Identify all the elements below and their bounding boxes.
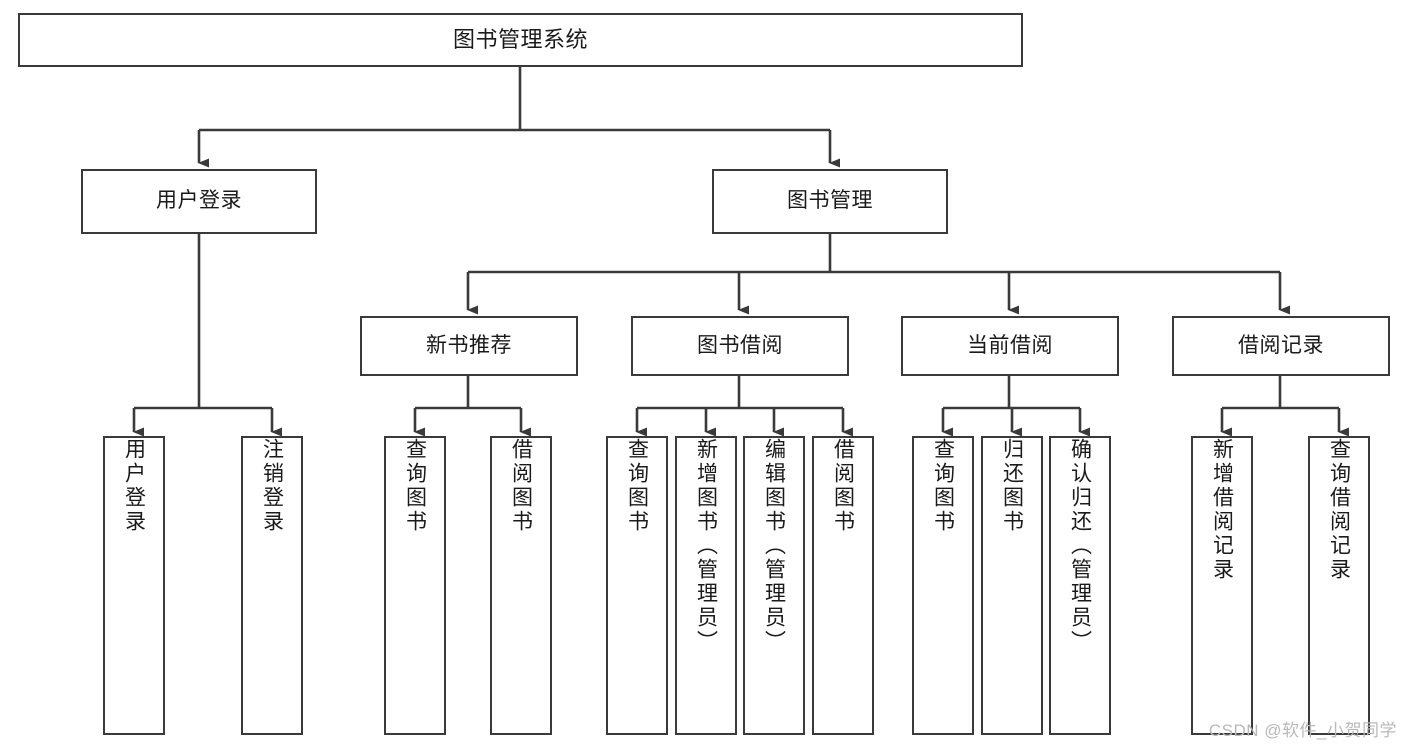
- node-leaf-borrow-book-2[interactable]: 借阅图书: [812, 436, 874, 735]
- watermark-text: CSDN @软件_小贺同学: [1208, 721, 1397, 740]
- node-label: 用户登录: [122, 438, 146, 534]
- node-label: 借阅图书: [509, 438, 533, 534]
- node-label: 查询图书: [931, 438, 955, 534]
- node-label: 查询图书: [403, 438, 427, 534]
- node-leaf-logout-login[interactable]: 注销登录: [241, 436, 303, 735]
- node-label: 查询图书: [625, 438, 649, 534]
- node-label: 确认归还（管理员）: [1068, 438, 1092, 654]
- node-leaf-query-book-1[interactable]: 查询图书: [384, 436, 446, 735]
- node-label: 图书管理系统: [452, 27, 588, 53]
- node-label: 图书借阅: [697, 333, 783, 357]
- node-leaf-query-book-2[interactable]: 查询图书: [606, 436, 668, 735]
- node-book-borrow[interactable]: 图书借阅: [631, 316, 849, 376]
- node-label: 当前借阅: [967, 333, 1053, 357]
- node-new-book-recommend[interactable]: 新书推荐: [360, 316, 578, 376]
- node-label: 新书推荐: [426, 333, 512, 357]
- node-label: 用户登录: [156, 189, 242, 213]
- node-label: 图书管理: [787, 189, 873, 213]
- node-current-borrow[interactable]: 当前借阅: [901, 316, 1119, 376]
- node-leaf-return-book[interactable]: 归还图书: [981, 436, 1043, 735]
- node-leaf-user-login[interactable]: 用户登录: [103, 436, 165, 735]
- node-user-login[interactable]: 用户登录: [81, 169, 317, 234]
- node-leaf-edit-book[interactable]: 编辑图书（管理员）: [743, 436, 805, 735]
- node-leaf-query-record[interactable]: 查询借阅记录: [1308, 436, 1370, 735]
- node-label: 归还图书: [1000, 438, 1024, 534]
- node-borrow-record[interactable]: 借阅记录: [1172, 316, 1390, 376]
- node-book-management-system[interactable]: 图书管理系统: [18, 13, 1023, 67]
- node-label: 新增借阅记录: [1210, 438, 1234, 582]
- node-leaf-query-book-3[interactable]: 查询图书: [912, 436, 974, 735]
- node-leaf-add-record[interactable]: 新增借阅记录: [1191, 436, 1253, 735]
- node-label: 借阅图书: [831, 438, 855, 534]
- node-leaf-borrow-book-1[interactable]: 借阅图书: [490, 436, 552, 735]
- node-label: 编辑图书（管理员）: [762, 438, 786, 654]
- node-label: 注销登录: [260, 438, 284, 534]
- node-leaf-confirm-return[interactable]: 确认归还（管理员）: [1049, 436, 1111, 735]
- node-leaf-add-book[interactable]: 新增图书（管理员）: [675, 436, 737, 735]
- node-label: 查询借阅记录: [1327, 438, 1351, 582]
- node-label: 借阅记录: [1238, 333, 1324, 357]
- node-label: 新增图书（管理员）: [694, 438, 718, 654]
- node-book-management[interactable]: 图书管理: [712, 169, 948, 234]
